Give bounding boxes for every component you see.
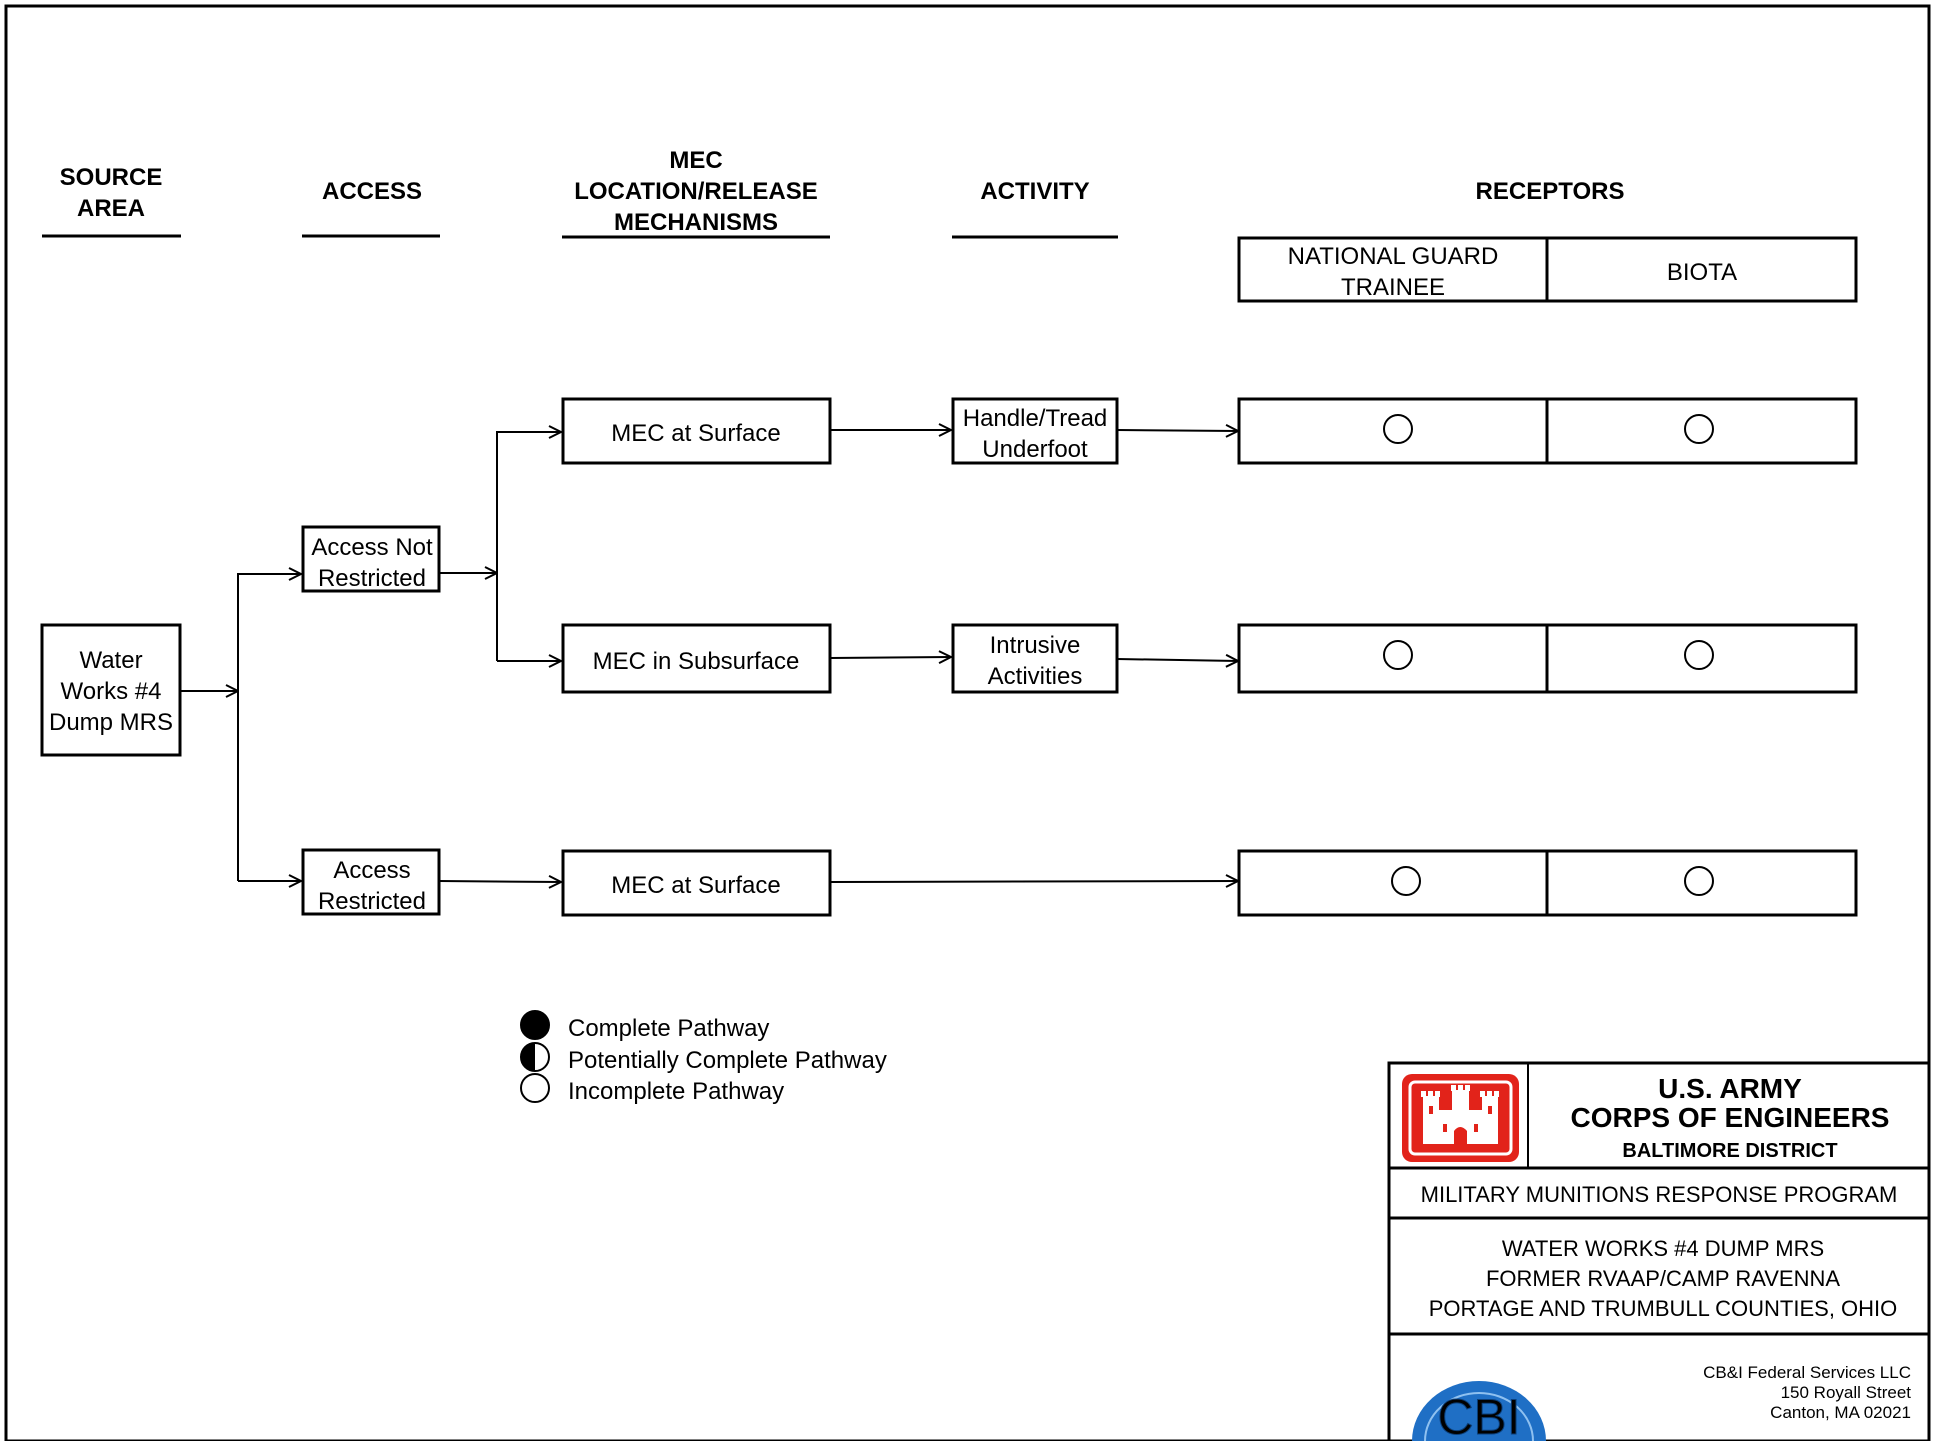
svg-text:AREA: AREA: [77, 195, 145, 222]
header-source-area: SOURCE AREA: [42, 164, 181, 238]
svg-text:Activities: Activities: [988, 663, 1083, 690]
mec-surface-box-1: MEC at Surface: [561, 397, 832, 465]
svg-text:LOCATION/RELEASE: LOCATION/RELEASE: [574, 178, 818, 205]
incomplete-pathway-icon: [520, 1073, 550, 1103]
svg-text:Access Not: Access Not: [311, 534, 433, 561]
pathway-incomplete-icon: [1391, 866, 1421, 896]
company-line-1: CB&I Federal Services LLC: [1703, 1363, 1911, 1382]
header-access: ACCESS: [302, 178, 440, 238]
header-mec-location: MEC LOCATION/RELEASE MECHANISMS: [562, 147, 830, 239]
district-label: BALTIMORE DISTRICT: [1622, 1140, 1837, 1162]
svg-text:SOURCE: SOURCE: [60, 164, 163, 191]
title-block: U.S. ARMY CORPS OF ENGINEERS BALTIMORE D…: [1387, 1061, 1931, 1446]
source-box: Water Works #4 Dump MRS: [40, 623, 182, 757]
svg-text:Restricted: Restricted: [318, 565, 426, 592]
site-line-3: PORTAGE AND TRUMBULL COUNTIES, OHIO: [1429, 1296, 1898, 1321]
pathway-incomplete-icon: [1383, 640, 1413, 670]
receptor-national-guard-label: NATIONAL GUARD: [1288, 243, 1499, 270]
cbi-logo: CBI: [1412, 1381, 1546, 1446]
site-line-2: FORMER RVAAP/CAMP RAVENNA: [1486, 1266, 1840, 1291]
legend: Complete Pathway Potentially Complete Pa…: [520, 1010, 887, 1105]
legend-complete-label: Complete Pathway: [568, 1015, 769, 1042]
agency-line-1: U.S. ARMY: [1658, 1073, 1802, 1104]
receptor-header-box: NATIONAL GUARD TRAINEE BIOTA: [1237, 236, 1858, 303]
receptor-row-3: [1237, 849, 1858, 917]
legend-potential-label: Potentially Complete Pathway: [568, 1047, 887, 1074]
svg-text:ACTIVITY: ACTIVITY: [980, 178, 1089, 205]
svg-text:MEC: MEC: [669, 147, 722, 174]
svg-text:Handle/Tread: Handle/Tread: [963, 405, 1108, 432]
svg-text:Dump MRS: Dump MRS: [49, 709, 173, 736]
activity-intrusive-box: Intrusive Activities: [951, 623, 1119, 694]
svg-text:Intrusive: Intrusive: [990, 632, 1081, 659]
receptor-row-2: [1237, 623, 1858, 694]
arrow-mec-to-receptor-row3: [829, 881, 1238, 882]
arrow-intrusive-to-receptor-row2: [1116, 659, 1238, 661]
header-receptors: RECEPTORS: [1476, 178, 1625, 205]
svg-text:RECEPTORS: RECEPTORS: [1476, 178, 1625, 205]
usace-castle-logo: [1402, 1074, 1519, 1162]
svg-text:MEC at Surface: MEC at Surface: [611, 420, 780, 447]
arrow-restricted-to-mec-surface-2: [438, 881, 561, 882]
cbi-logo-text: CBI: [1437, 1389, 1520, 1441]
access-restricted-box: Access Restricted: [301, 848, 441, 916]
receptor-national-guard-label-2: TRAINEE: [1341, 274, 1445, 301]
svg-text:Works #4: Works #4: [61, 678, 162, 705]
pathway-incomplete-icon: [1383, 414, 1413, 444]
activity-handle-box: Handle/Tread Underfoot: [951, 397, 1119, 465]
svg-text:Water: Water: [79, 647, 142, 674]
legend-incomplete-label: Incomplete Pathway: [568, 1078, 784, 1105]
pathway-incomplete-icon: [1684, 866, 1714, 896]
program-label: MILITARY MUNITIONS RESPONSE PROGRAM: [1421, 1182, 1898, 1207]
agency-line-2: CORPS OF ENGINEERS: [1571, 1102, 1890, 1133]
mec-subsurface-box: MEC in Subsurface: [561, 623, 832, 694]
header-activity: ACTIVITY: [952, 178, 1118, 239]
complete-pathway-icon: [520, 1010, 550, 1040]
receptor-row-1: [1237, 397, 1858, 465]
arrow-mec-to-intrusive: [829, 657, 951, 658]
access-not-restricted-box: Access Not Restricted: [301, 525, 441, 593]
site-line-1: WATER WORKS #4 DUMP MRS: [1502, 1236, 1824, 1261]
arrow-handle-to-receptor-row1: [1116, 430, 1238, 431]
svg-text:MEC at Surface: MEC at Surface: [611, 872, 780, 899]
svg-text:MECHANISMS: MECHANISMS: [614, 209, 778, 236]
company-line-3: Canton, MA 02021: [1770, 1403, 1911, 1422]
svg-text:Underfoot: Underfoot: [982, 436, 1088, 463]
mec-surface-box-2: MEC at Surface: [561, 849, 832, 917]
potential-pathway-icon: [520, 1042, 550, 1072]
svg-text:Restricted: Restricted: [318, 888, 426, 915]
svg-text:MEC in Subsurface: MEC in Subsurface: [593, 648, 800, 675]
pathway-incomplete-icon: [1684, 414, 1714, 444]
pathway-incomplete-icon: [1684, 640, 1714, 670]
svg-text:ACCESS: ACCESS: [322, 178, 422, 205]
receptor-biota-label: BIOTA: [1667, 259, 1737, 286]
svg-text:Access: Access: [333, 857, 410, 884]
company-line-2: 150 Royall Street: [1781, 1383, 1912, 1402]
